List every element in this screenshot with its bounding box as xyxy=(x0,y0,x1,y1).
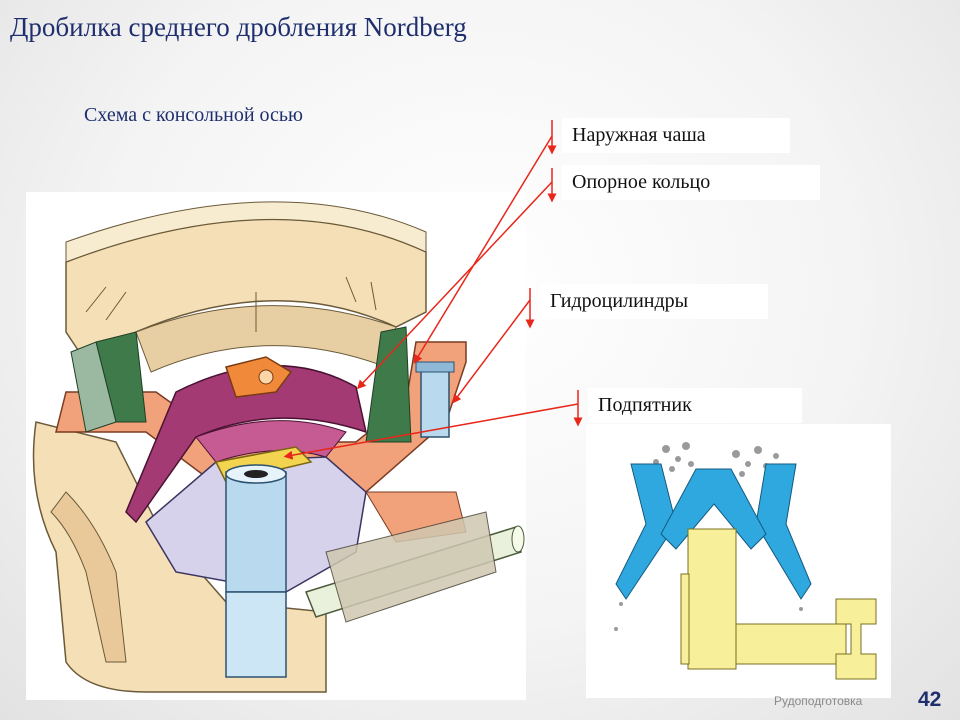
head-nut-bore xyxy=(258,369,274,385)
page-number: 42 xyxy=(918,688,942,711)
crusher-cutaway-illustration xyxy=(26,192,526,700)
countershaft-end xyxy=(511,525,525,553)
label-outer-bowl: Наружная чаша xyxy=(562,118,790,153)
crusher-cutaway-drawing xyxy=(32,201,525,693)
bowl-ribs xyxy=(85,276,377,332)
drive-shaft-schematic xyxy=(735,623,847,665)
concave-liner-right xyxy=(365,326,412,443)
concave-left-schematic xyxy=(615,463,677,600)
adjustment-ring-left xyxy=(70,341,117,433)
label-thrust-bearing: Подпятник xyxy=(588,388,802,423)
pointer-support-ring xyxy=(356,181,553,390)
gear-schematic xyxy=(835,598,877,680)
footer-text: Рудоподготовка xyxy=(774,694,863,708)
label-hydraulic-cylinders: Гидроцилиндры xyxy=(540,284,768,319)
slide-subtitle: Схема с консольной осью xyxy=(84,104,303,126)
crusher-schematic-inset xyxy=(586,424,891,698)
pointer-thrust-bearing xyxy=(283,403,579,460)
hydraulic-cylinder-cap xyxy=(415,361,455,373)
slide-title: Дробилка среднего дробления Nordberg xyxy=(10,12,467,42)
countershaft-housing xyxy=(325,511,497,623)
shaft-schematic xyxy=(687,528,737,670)
base-left-wall xyxy=(50,491,127,663)
pointer-hydraulic xyxy=(452,299,531,404)
hydraulic-cylinder xyxy=(420,366,450,438)
crusher-schematic-drawing xyxy=(614,442,877,680)
label-support-ring: Опорное кольцо xyxy=(562,165,820,200)
main-shaft-lower xyxy=(225,591,287,678)
pointer-outer-bowl xyxy=(413,135,553,364)
main-shaft-bore xyxy=(244,470,268,478)
eccentric-schematic xyxy=(680,573,690,665)
bowl-rim xyxy=(65,201,427,263)
mantle-schematic xyxy=(660,468,767,550)
main-shaft-upper xyxy=(225,471,287,593)
